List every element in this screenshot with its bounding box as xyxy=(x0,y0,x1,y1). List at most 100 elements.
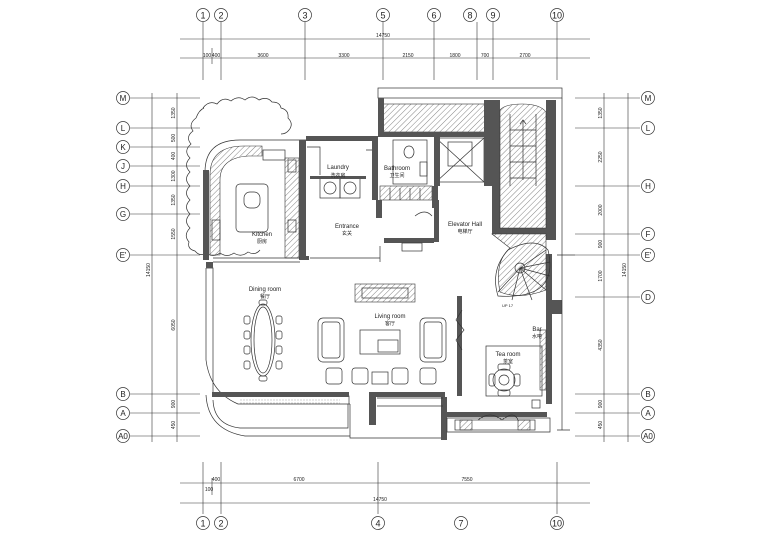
left-grid-label-M: M xyxy=(120,94,127,103)
right-grid-label-A0: A0 xyxy=(643,432,653,441)
top-grid-label-3: 3 xyxy=(302,11,307,21)
right-grid-label-E: E' xyxy=(645,251,652,260)
room-label-bathroom: Bathroom xyxy=(384,166,410,172)
dining-table-set xyxy=(243,299,283,382)
kitchen-island xyxy=(235,183,269,233)
right-dim-2250: 2250 xyxy=(598,151,604,162)
bottom-grid-label-1: 1 xyxy=(200,519,205,529)
right-dim-900a: 900 xyxy=(598,240,604,249)
bottom-grid-label-2: 2 xyxy=(218,519,223,529)
right-dimension-values: 14150 1350 2250 2000 900 1700 4350 900 4… xyxy=(598,107,628,429)
right-dim-1700: 1700 xyxy=(598,270,604,281)
top-dim-400: 400 xyxy=(212,53,221,59)
room-label-living-room-zh: 客厅 xyxy=(385,320,395,327)
left-grid-label-A: A xyxy=(120,409,126,418)
right-grid-label-A: A xyxy=(645,409,651,418)
room-label-bar: Bar xyxy=(532,327,541,333)
bottom-grid-labels: 1 2 4 7 10 xyxy=(200,519,562,529)
top-grid-bubbles xyxy=(196,8,564,22)
left-dim-1300: 1300 xyxy=(171,170,177,181)
room-label-tea-room-zh: 茶室 xyxy=(503,358,513,365)
left-grid-label-G: G xyxy=(120,210,126,219)
room-label-kitchen-zh: 厨房 xyxy=(257,238,267,245)
right-grid-label-M: M xyxy=(645,94,652,103)
stair-up-note: UP 17 xyxy=(502,303,514,308)
bottom-grid-bubbles xyxy=(196,516,564,530)
entrance-area xyxy=(303,200,433,262)
top-grid-label-5: 5 xyxy=(380,11,385,21)
top-dim-2700: 2700 xyxy=(519,53,530,59)
room-label-bathroom-zh: 卫生间 xyxy=(389,172,404,179)
left-dim-1350a: 1350 xyxy=(171,107,177,118)
top-grid-labels: 1 2 3 5 6 8 9 10 xyxy=(200,11,562,21)
living-room-furniture xyxy=(317,283,465,385)
bottom-grid-label-4: 4 xyxy=(375,519,380,529)
room-label-entrance-zh: 玄关 xyxy=(342,230,352,237)
right-grid-label-D: D xyxy=(645,293,651,302)
bottom-dimension-values: 400 6700 7550 100 14750 xyxy=(205,477,473,503)
left-grid-bubbles xyxy=(116,91,130,443)
room-label-laundry-zh: 洗衣房 xyxy=(330,172,345,179)
top-dim-1800: 1800 xyxy=(449,53,460,59)
left-grid-label-A0: A0 xyxy=(118,432,128,441)
right-grid-labels: M L H F E' D B A A0 xyxy=(643,94,653,441)
bottom-grid-label-10: 10 xyxy=(552,519,562,529)
bottom-grid-label-7: 7 xyxy=(458,519,463,529)
top-grid-label-10: 10 xyxy=(552,11,562,21)
right-grid-label-F: F xyxy=(646,230,651,239)
top-dimension-values: 14750 100 400 3600 3300 2150 1800 700 27… xyxy=(203,33,531,59)
left-grid-label-J: J xyxy=(121,162,125,171)
top-dim-3300: 3300 xyxy=(338,53,349,59)
bottom-dim-7550: 7550 xyxy=(461,477,472,483)
room-label-elevator-hall: Elevator Hall xyxy=(448,222,482,228)
right-dim-1350: 1350 xyxy=(598,107,604,118)
room-label-entrance: Entrance xyxy=(335,224,360,230)
room-label-dining-room: Dining room xyxy=(249,287,281,293)
bathroom-and-elevator xyxy=(377,87,563,252)
top-grid-label-9: 9 xyxy=(490,11,495,21)
kitchen-area xyxy=(203,139,306,263)
left-dim-1350b: 1350 xyxy=(171,194,177,205)
left-dim-1550: 1550 xyxy=(171,228,177,239)
room-label-tea-room: Tea room xyxy=(495,352,520,358)
top-dimension-lines xyxy=(180,22,590,80)
right-dim-450: 450 xyxy=(598,421,604,430)
right-dimension-lines xyxy=(575,93,640,442)
stair-core xyxy=(492,100,556,240)
right-dim-4350: 4350 xyxy=(598,339,604,350)
room-label-bar-zh: 水吧 xyxy=(532,333,542,340)
top-dim-700: 700 xyxy=(481,53,490,59)
room-labels: Laundry 洗衣房 Bathroom 卫生间 Kitchen 厨房 Entr… xyxy=(249,165,542,365)
landscape-cloud-outline xyxy=(185,96,292,256)
top-dim-3600: 3600 xyxy=(257,53,268,59)
top-grid-label-6: 6 xyxy=(431,11,436,21)
bottom-dim-6700: 6700 xyxy=(293,477,304,483)
bottom-total-dimension: 14750 xyxy=(373,497,387,503)
right-dim-2000: 2000 xyxy=(598,204,604,215)
left-grid-label-K: K xyxy=(120,143,126,152)
right-grid-label-H: H xyxy=(645,182,651,191)
left-dim-400: 400 xyxy=(171,152,177,161)
top-grid-label-1: 1 xyxy=(200,11,205,21)
top-total-dimension: 14750 xyxy=(376,33,390,39)
bottom-dim-400: 400 xyxy=(212,477,221,483)
left-grid-label-B: B xyxy=(120,390,125,399)
top-grid-label-2: 2 xyxy=(218,11,223,21)
laundry-area xyxy=(306,136,378,200)
right-grid-label-B: B xyxy=(645,390,650,399)
left-grid-label-E: E' xyxy=(120,251,127,260)
top-grid-label-8: 8 xyxy=(467,11,472,21)
right-grid-bubbles xyxy=(641,91,655,443)
room-label-elevator-hall-zh: 电梯厅 xyxy=(457,228,472,235)
top-dim-2150: 2150 xyxy=(402,53,413,59)
left-dim-900: 900 xyxy=(171,400,177,409)
left-dim-450: 450 xyxy=(171,421,177,430)
left-grid-label-L: L xyxy=(121,124,126,133)
left-dim-6050: 6050 xyxy=(171,319,177,330)
tea-room-furniture xyxy=(454,329,547,431)
right-total-dimension: 14150 xyxy=(622,263,628,277)
left-grid-label-H: H xyxy=(120,182,126,191)
left-dimension-lines xyxy=(130,93,200,442)
room-label-kitchen: Kitchen xyxy=(252,232,272,238)
